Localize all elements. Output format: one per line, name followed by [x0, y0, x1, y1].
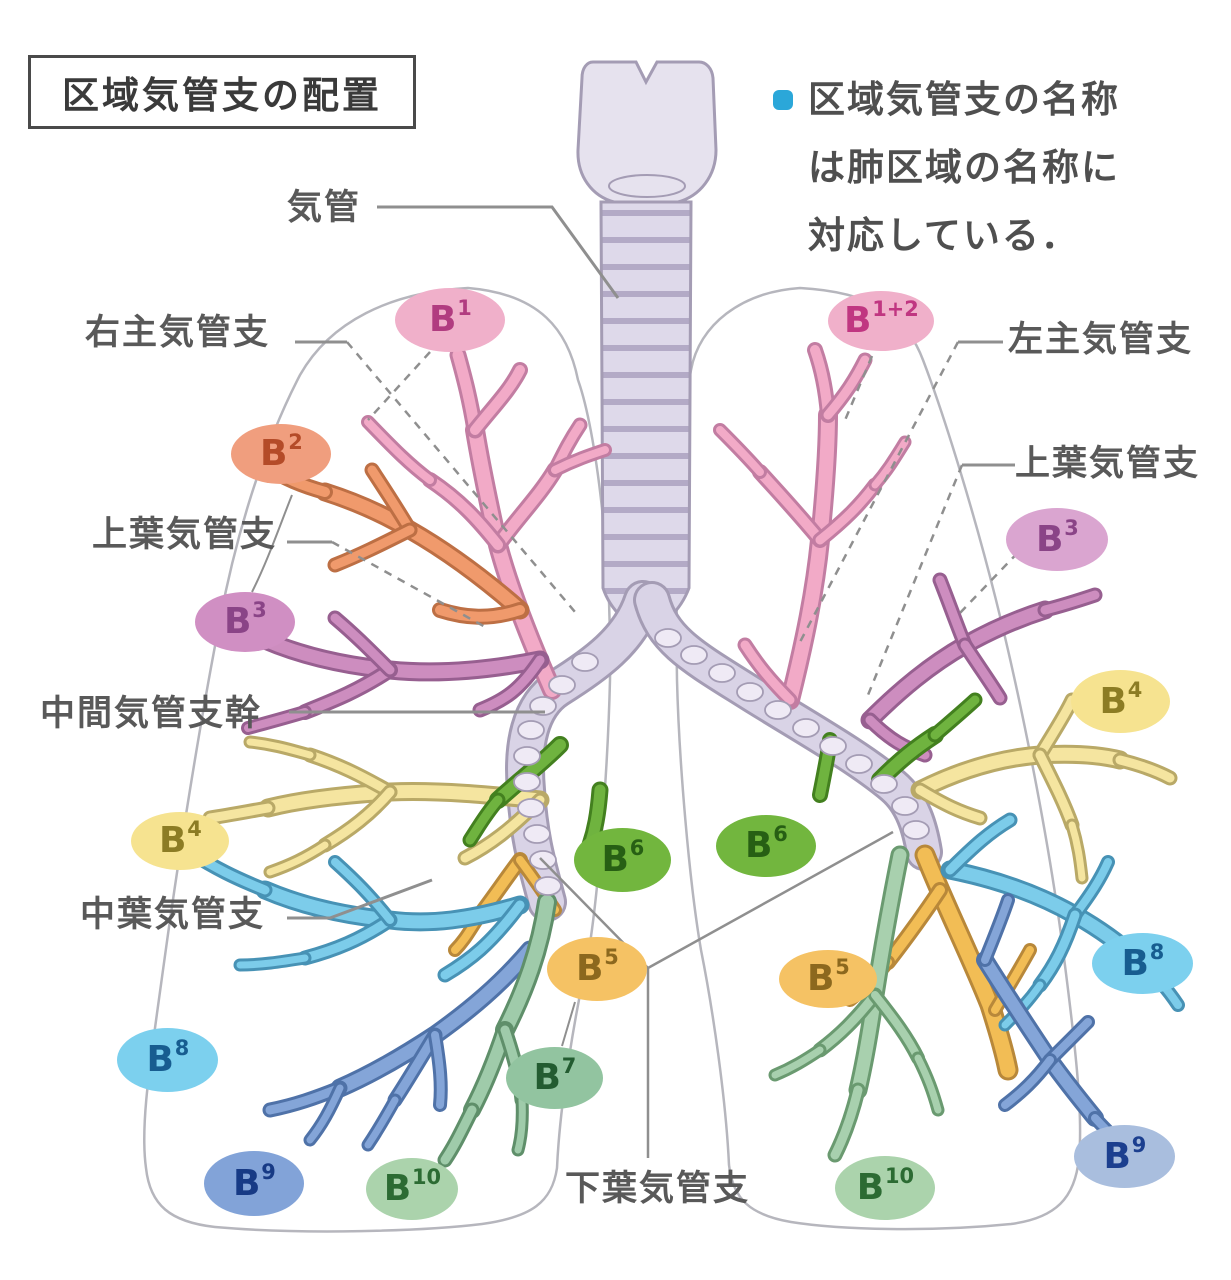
label-trachea: 気管 [287, 188, 362, 228]
branches-b7-b10-teal [437, 892, 557, 1168]
trachea-group [576, 60, 718, 635]
leader-upper-lobe-left-dashed [866, 464, 964, 696]
title-box: 区域気管支の配置 [28, 55, 416, 129]
branches-right-lung [182, 346, 612, 1168]
page-title: 区域気管支の配置 [62, 74, 382, 117]
note-line-2: は肺区域の名称に [808, 146, 1120, 189]
label-lower-lobe-bronchus: 下葉気管支 [565, 1169, 751, 1209]
branches-b5-orange-left-lung [843, 844, 1037, 1081]
label-right-upper-lobe-bronchus: 上葉気管支 [92, 515, 278, 555]
cartilage-rings [513, 628, 930, 896]
leader-left-main-dashed [798, 341, 960, 643]
label-right-main-bronchus: 右主気管支 [85, 313, 271, 353]
note-line-3: 対応している． [808, 214, 1080, 257]
branches-b9-blue [262, 940, 540, 1152]
leader-middle-lobe [287, 878, 433, 920]
note-line-1: 区域気管支の名称 [808, 78, 1120, 121]
note-bullet-icon [773, 90, 793, 110]
branches-b4-yellow-left-lung [910, 692, 1178, 885]
leader-b1-dashed [367, 351, 431, 421]
larynx [576, 60, 718, 204]
leader-lines [251, 205, 1029, 1158]
branches-b10-green-left-lung [768, 845, 945, 1163]
leader-b1plus2-dashed [841, 355, 874, 426]
branches-b2-orange [260, 460, 530, 625]
leader-trachea [377, 205, 620, 299]
leader-b7 [561, 1001, 576, 1047]
label-left-main-bronchus: 左主気管支 [1008, 320, 1194, 360]
leader-b2-b3 [251, 494, 293, 593]
branches-b8-cyan [182, 844, 530, 983]
leader-lower-lobe [539, 830, 894, 1158]
branches-b4-yellow [202, 735, 550, 879]
branches-b3-magenta-left-lung [860, 572, 1103, 763]
branches-b1plus2-pink [713, 342, 912, 710]
label-middle-lobe-bronchus: 中葉気管支 [80, 895, 266, 935]
label-intermediate-bronchial-trunk: 中間気管支幹 [40, 694, 263, 734]
label-left-upper-lobe-bronchus: 上葉気管支 [1015, 444, 1201, 484]
note-text: 区域気管支の名称 は肺区域の名称に 対応している． [808, 66, 1228, 270]
branches-b1-pink [361, 346, 612, 700]
trachea-tube [599, 200, 693, 635]
